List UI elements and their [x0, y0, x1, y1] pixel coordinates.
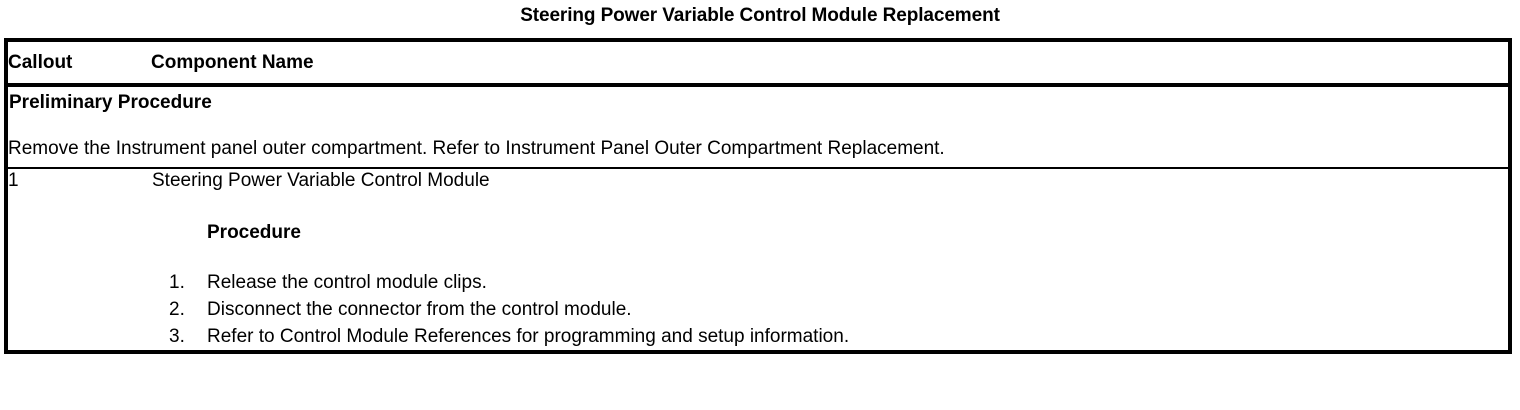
component-detail-cell: Steering Power Variable Control Module P… — [151, 168, 1510, 352]
step-number: 3. — [169, 326, 185, 347]
step-text: Release the control module clips. — [207, 272, 487, 293]
table-header-row: Callout Component Name — [6, 40, 1510, 87]
procedure-step-list: 1. Release the control module clips. 2. … — [151, 245, 1508, 350]
step-text: Refer to Control Module References for p… — [207, 326, 850, 347]
list-item: 2. Disconnect the connector from the con… — [151, 296, 1508, 323]
callout-number: 1 — [8, 170, 19, 191]
component-name-text: Steering Power Variable Control Module — [152, 170, 490, 191]
preliminary-procedure-row: Preliminary Procedure Remove the Instrum… — [6, 85, 1510, 169]
step-number: 2. — [169, 299, 185, 320]
preliminary-procedure-cell: Preliminary Procedure Remove the Instrum… — [6, 85, 1510, 169]
table-row: 1 Steering Power Variable Control Module… — [6, 168, 1510, 352]
preliminary-spacer — [8, 115, 1508, 137]
procedure-table: Callout Component Name Preliminary Proce… — [4, 38, 1512, 354]
column-header-component-name: Component Name — [151, 40, 1510, 87]
page-title: Steering Power Variable Control Module R… — [520, 5, 1000, 26]
step-number: 1. — [169, 272, 185, 293]
step-text: Disconnect the connector from the contro… — [207, 299, 632, 320]
column-header-callout: Callout — [6, 40, 151, 87]
procedure-heading: Procedure — [207, 222, 301, 243]
list-item: 1. Release the control module clips. — [151, 269, 1508, 296]
list-item: 3. Refer to Control Module References fo… — [151, 323, 1508, 350]
preliminary-procedure-text: Remove the Instrument panel outer compar… — [8, 138, 945, 159]
preliminary-procedure-heading: Preliminary Procedure — [9, 92, 212, 113]
